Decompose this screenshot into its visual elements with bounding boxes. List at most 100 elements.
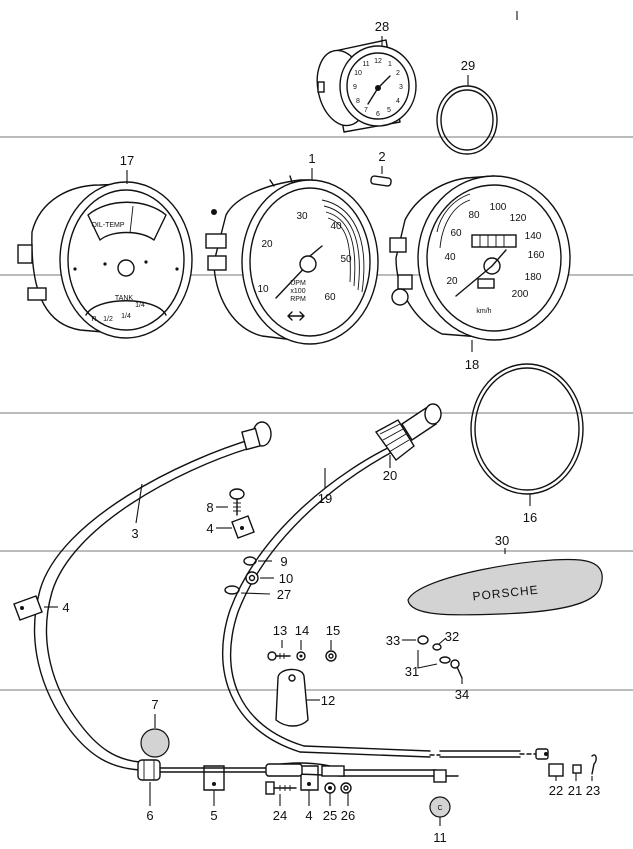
speed-scale-label: 40 [444, 252, 456, 263]
callout-1: 1 [308, 151, 315, 166]
callout-7: 7 [151, 697, 158, 712]
callout-31: 31 [405, 664, 419, 679]
callout-8: 8 [206, 500, 213, 515]
callout-25: 25 [323, 808, 337, 823]
speed-scale-label: 80 [468, 210, 480, 221]
callout-6: 6 [146, 808, 153, 823]
porsche-emblem: PORSCHE 30 [407, 533, 603, 616]
callout-28: 28 [375, 19, 389, 34]
clock-numeral: 1 [388, 61, 392, 68]
speed-scale-label: 140 [525, 231, 542, 242]
callout-14: 14 [295, 623, 309, 638]
speedometer: 20 40 60 80 100 120 140 160 180 200 km/h… [389, 175, 571, 372]
callout-18: 18 [465, 357, 479, 372]
nut: 26 [340, 782, 355, 823]
callout-26: 26 [341, 808, 355, 823]
callout-24: 24 [273, 808, 287, 823]
nut: 15 [325, 623, 340, 662]
speed-scale-label: 100 [490, 202, 507, 213]
spring-washer: 14 [295, 623, 309, 661]
oil-temp-label: OIL-TEMP [91, 222, 124, 229]
clock-numeral: 8 [356, 98, 360, 105]
clock-numeral: 4 [396, 98, 400, 105]
clock-numerals: 12 1 2 3 4 5 6 7 8 9 10 11 [353, 58, 403, 118]
clock-gauge: 12 1 2 3 4 5 6 7 8 9 10 11 28 [316, 19, 417, 133]
cable-boot [374, 419, 415, 462]
spacer: 21 [568, 764, 582, 798]
tachometer-scale: 10 20 30 40 50 60 [257, 211, 352, 303]
speed-unit-label: km/h [476, 308, 491, 315]
clock-sealing-ring: 29 [436, 58, 498, 155]
callout-4a: 4 [62, 600, 69, 615]
callout-17: 17 [120, 153, 134, 168]
tach-legend-line: RPM [290, 296, 306, 303]
clock-numeral: 2 [396, 70, 400, 77]
washer: 9 [243, 554, 288, 569]
screw: 8 [206, 488, 245, 516]
clock-numeral: 7 [364, 107, 368, 114]
speed-scale-label: 120 [510, 213, 527, 224]
callout-23: 23 [586, 783, 600, 798]
dust-cap: C 11 [429, 796, 451, 845]
emblem-text: PORSCHE [472, 583, 539, 604]
rubber-grommet: 33 [386, 633, 429, 648]
cable-clamp: 4 [206, 515, 255, 539]
indicator-bulb: 2 [370, 149, 392, 187]
speedometer-sealing-ring: 16 [470, 363, 584, 525]
retaining-clip: 23 [586, 754, 600, 798]
speed-scale-label: 20 [446, 276, 458, 287]
hex-bolt: 24 [265, 781, 297, 823]
spring-washer: 25 [323, 782, 337, 823]
clock-numeral: 5 [387, 107, 391, 114]
tachometer-drive-cable: 3 [33, 421, 272, 771]
spring-washer: 27 [224, 585, 291, 602]
clock-numeral: 11 [362, 61, 369, 68]
combination-gauge: OIL-TEMP TANK R 1/2 1/4 1/4 17 [17, 153, 193, 339]
callout-4c: 4 [305, 808, 312, 823]
nut: 10 [245, 571, 293, 586]
callout-16: 16 [523, 510, 537, 525]
clock-numeral: 9 [353, 84, 357, 91]
tach-scale-label: 20 [261, 239, 273, 250]
blanking-cap: 7 [140, 697, 170, 758]
clock-numeral: 12 [374, 58, 382, 65]
tach-scale-label: 60 [324, 292, 336, 303]
callout-32: 32 [445, 629, 459, 644]
cable-clamp: 4 [13, 595, 70, 621]
cable-holder: 5 [203, 765, 225, 823]
tach-scale-label: 30 [296, 211, 308, 222]
mounting-bracket: 12 [275, 668, 335, 727]
callout-12: 12 [321, 693, 335, 708]
callout-2: 2 [378, 149, 385, 164]
callout-19: 19 [318, 491, 332, 506]
speedometer-scale: 20 40 60 80 100 120 140 160 180 200 [444, 202, 544, 300]
cable-grommet: 6 [137, 759, 161, 823]
fuel-mark: 1/4 [121, 313, 131, 320]
speed-nut: 31 [405, 650, 451, 679]
callout-13: 13 [273, 623, 287, 638]
callout-34: 34 [455, 687, 469, 702]
tachometer: 10 20 30 40 50 60 UPM x100 RPM 1 [205, 151, 379, 345]
fuel-mark: R [91, 316, 96, 323]
callout-30: 30 [495, 533, 509, 548]
speed-scale-label: 180 [525, 272, 542, 283]
tach-scale-label: 50 [340, 254, 352, 265]
callout-4b: 4 [206, 521, 213, 536]
tank-label: TANK [115, 295, 133, 302]
cable-end-sleeve: 22 [548, 763, 564, 798]
tachometer-lower-cable [159, 762, 459, 783]
callout-3: 3 [131, 526, 138, 541]
callout-29: 29 [461, 58, 475, 73]
clock-numeral: 3 [399, 84, 403, 91]
callout-21: 21 [568, 783, 582, 798]
callout-10: 10 [279, 571, 293, 586]
speed-scale-label: 60 [450, 228, 462, 239]
tach-legend-line: x100 [290, 288, 305, 295]
fuel-mark: 1/4 [135, 302, 145, 309]
callout-33: 33 [386, 633, 400, 648]
cable-clamp: 4 [300, 765, 319, 823]
callout-15: 15 [326, 623, 340, 638]
clock-numeral: 6 [376, 111, 380, 118]
callout-20: 20 [383, 468, 397, 483]
